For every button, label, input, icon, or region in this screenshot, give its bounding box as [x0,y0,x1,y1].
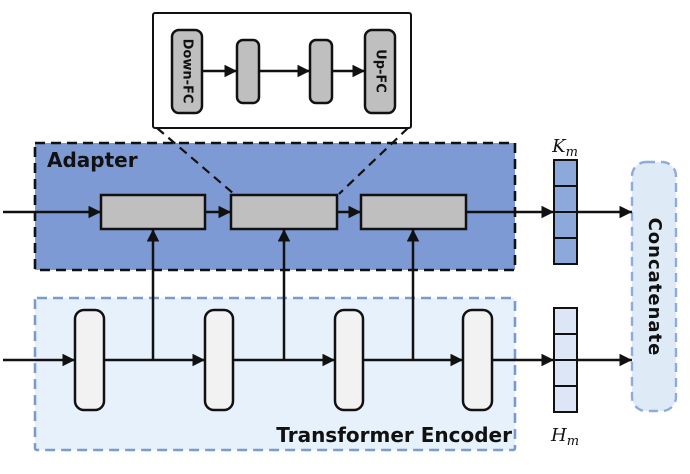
encoder-block-1 [73,308,106,412]
up-fc-label: Up-FC [373,49,388,93]
concatenate-label: Concatenate [644,218,665,357]
transformer-encoder-label: Transformer Encoder [276,423,512,447]
encoder-block-2 [203,308,235,412]
down-fc-label: Down-FC [180,39,195,104]
adapter-label: Adapter [47,148,138,172]
hm-label-base: H [550,425,567,446]
skip-connection-arrows [146,229,420,360]
transformer-encoder-box [33,296,517,452]
concatenate-box [630,160,678,413]
adapter-block-3 [359,193,468,231]
hm-vector [553,307,578,413]
zoom-callout-lines [156,127,409,195]
encoder-block-3 [333,308,365,412]
hm-label: Hm [550,425,579,449]
km-label-subscript: m [566,145,578,160]
bottleneck-block-1 [235,38,261,105]
adapter-block-1 [99,193,207,231]
encoder-block-4 [461,308,494,412]
bottleneck-block-2 [308,38,334,105]
hm-label-subscript: m [567,434,579,449]
adapter-block-2 [229,193,339,231]
km-label-base: K [551,136,567,157]
km-vector [553,159,578,265]
km-label: Km [551,136,578,160]
